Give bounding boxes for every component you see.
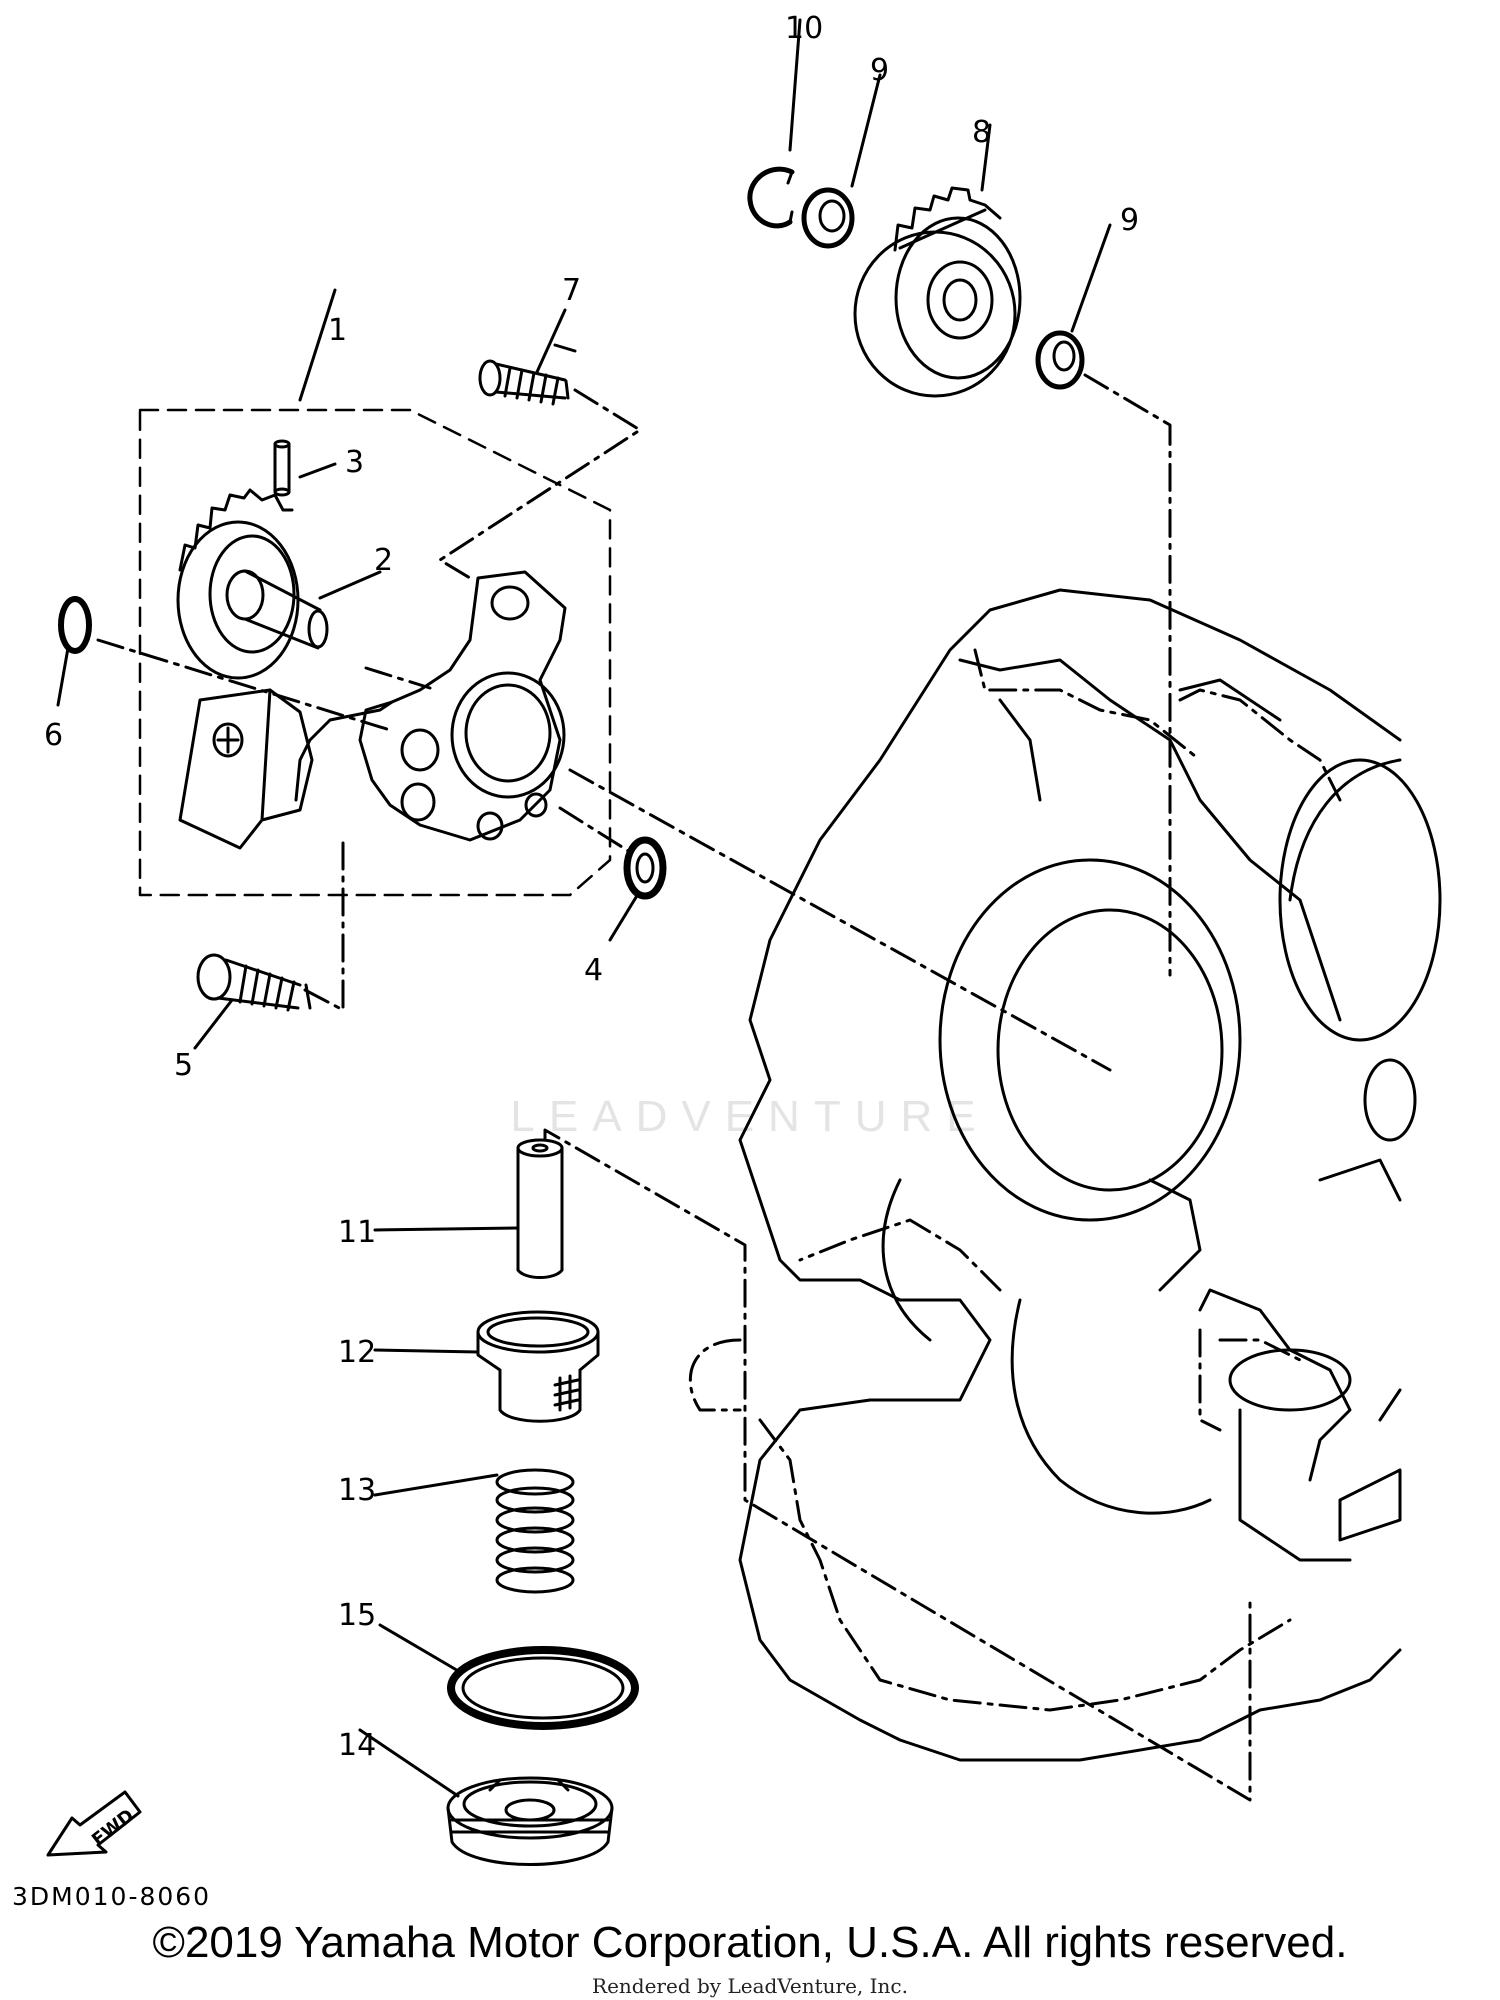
oil-pump-assembly-box xyxy=(138,408,612,897)
part-label-9a: 9 xyxy=(870,53,889,88)
part-label-3: 3 xyxy=(345,445,364,480)
part-label-5: 5 xyxy=(174,1048,193,1083)
oil-pump-body xyxy=(178,570,567,850)
part-label-15: 15 xyxy=(338,1598,376,1633)
drawing-code: 3DM010-8060 xyxy=(12,1882,212,1911)
part-5-bolt xyxy=(193,833,345,1050)
part-6-washer xyxy=(56,596,392,732)
part-label-11: 11 xyxy=(338,1215,376,1250)
part-9-washer-top xyxy=(801,73,882,249)
part-13-spring xyxy=(373,1468,575,1594)
part-label-10: 10 xyxy=(785,11,823,46)
copyright-notice: ©2019 Yamaha Motor Corporation, U.S.A. A… xyxy=(152,1918,1348,1967)
part-7-bolt xyxy=(438,343,642,580)
crankcase xyxy=(738,588,1442,1762)
part-4-washer xyxy=(558,806,667,942)
part-11-collar xyxy=(373,1138,564,1279)
part-10-clip xyxy=(747,18,802,229)
fwd-arrow-icon xyxy=(46,1790,142,1857)
part-label-9b: 9 xyxy=(1120,203,1139,238)
part-label-14: 14 xyxy=(338,1728,376,1763)
part-label-1: 1 xyxy=(328,313,347,348)
part-14-drain-plug xyxy=(358,1728,614,1866)
part-label-7: 7 xyxy=(562,273,581,308)
crankcase-phantom-outline xyxy=(688,648,1342,1712)
part-label-2: 2 xyxy=(374,543,393,578)
part-label-6: 6 xyxy=(44,718,63,753)
part-8-gear xyxy=(853,123,1022,398)
part-9-washer-right xyxy=(1035,223,1172,977)
part-label-8: 8 xyxy=(972,115,991,150)
part-12-strainer xyxy=(373,1310,600,1423)
part-2-gear-shaft xyxy=(176,488,432,690)
part-3-pin xyxy=(273,439,337,497)
part-15-o-ring xyxy=(378,1623,639,1730)
leader-1 xyxy=(298,288,337,402)
part-label-12: 12 xyxy=(338,1335,376,1370)
strainer-alignment-line xyxy=(543,1128,1252,1802)
part-label-13: 13 xyxy=(338,1473,376,1508)
rendered-by-text: Rendered by LeadVenture, Inc. xyxy=(592,1974,908,1998)
leader-7 xyxy=(535,308,567,374)
part-label-4: 4 xyxy=(584,953,603,988)
pump-alignment-axis xyxy=(568,768,1112,1072)
